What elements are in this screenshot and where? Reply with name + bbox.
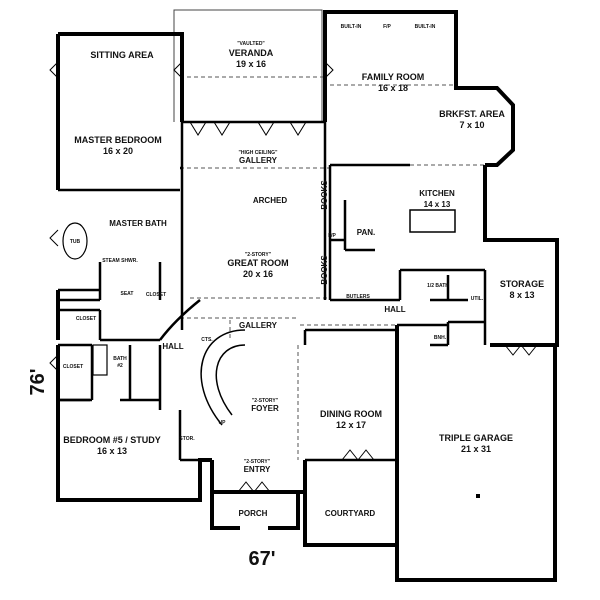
half-bath-label: 1/2 BATH xyxy=(427,283,449,289)
veranda-outline xyxy=(173,9,323,122)
overall-width-label: 67' xyxy=(248,548,275,570)
storage-label: STORAGE xyxy=(500,279,544,289)
utility-label: UTIL. xyxy=(471,296,484,302)
doors xyxy=(49,61,538,493)
veranda-note: "VAULTED" xyxy=(237,41,265,47)
builtin-right-label: BUILT-IN xyxy=(415,24,436,30)
closet-master-label: CLOSET xyxy=(146,292,166,298)
storage-size: 8 x 13 xyxy=(509,290,534,300)
tub-label: TUB xyxy=(70,239,81,245)
gallery-mid-label: GALLERY xyxy=(239,321,278,330)
pantry-label: PAN. xyxy=(357,228,376,237)
family-room-label: FAMILY ROOM xyxy=(362,72,425,82)
books-upper-label: BOOKS xyxy=(320,180,329,210)
courtyard-label: COURTYARD xyxy=(325,509,376,518)
kitchen-size: 14 x 13 xyxy=(424,200,451,209)
kitchen-label: KITCHEN xyxy=(419,189,455,198)
triple-garage-label: TRIPLE GARAGE xyxy=(439,433,513,443)
seat-label: SEAT xyxy=(121,291,134,297)
foyer-note: "2-STORY" xyxy=(252,398,279,404)
dining-room-size: 12 x 17 xyxy=(336,420,366,430)
stor-label: STOR. xyxy=(179,436,195,442)
veranda-label: VERANDA xyxy=(229,48,274,58)
bedroom5-size: 16 x 13 xyxy=(97,446,127,456)
closet-bath2-label: CLOSET xyxy=(63,364,83,370)
up-label: UP xyxy=(219,420,227,426)
sitting-area-label: SITTING AREA xyxy=(90,50,154,60)
breakfast-area-label: BRKFST. AREA xyxy=(439,109,505,119)
fireplace-family-label: F/P xyxy=(383,24,391,30)
steam-shower-label: STEAM SHWR. xyxy=(102,258,138,264)
cts-label: CTS. xyxy=(201,337,213,343)
butlers-label: BUTLERS xyxy=(346,294,370,300)
gallery-top-note: "HIGH CEILING" xyxy=(239,150,279,156)
great-room-note: "2-STORY" xyxy=(245,252,272,258)
family-room-size: 16 x 18 xyxy=(378,83,408,93)
closet-left-label: CLOSET xyxy=(76,316,96,322)
interior-walls xyxy=(58,120,487,462)
great-room-label: GREAT ROOM xyxy=(227,258,288,268)
bedroom5-label: BEDROOM #5 / STUDY xyxy=(63,435,161,445)
arched-label: ARCHED xyxy=(253,196,287,205)
garage-marker xyxy=(476,494,480,498)
great-room-size: 20 x 16 xyxy=(243,269,273,279)
tub-fixture xyxy=(62,222,88,260)
bath2-tub xyxy=(92,344,108,376)
hall-right-label: HALL xyxy=(384,305,405,314)
triple-garage-size: 21 x 31 xyxy=(461,444,491,454)
kitchen-island xyxy=(409,209,456,233)
books-lower-label: BOOKS xyxy=(320,255,329,285)
hall-left-label: HALL xyxy=(162,342,183,351)
bench-label: BNH. xyxy=(434,335,447,341)
overall-depth-label: 76' xyxy=(27,368,49,395)
dining-room-label: DINING ROOM xyxy=(320,409,382,419)
gallery-top-label: GALLERY xyxy=(239,156,278,165)
dashed-openings xyxy=(180,76,485,460)
veranda-size: 19 x 16 xyxy=(236,59,266,69)
breakfast-area-size: 7 x 10 xyxy=(459,120,484,130)
master-bath-label: MASTER BATH xyxy=(109,219,167,228)
curved-staircase xyxy=(200,329,246,426)
porch-label: PORCH xyxy=(239,509,268,518)
entry-note: "2-STORY" xyxy=(244,459,271,465)
fireplace-great-label: F/P xyxy=(328,233,336,239)
bath2-number: #2 xyxy=(117,363,123,369)
master-bedroom-size: 16 x 20 xyxy=(103,146,133,156)
master-bedroom-label: MASTER BEDROOM xyxy=(74,135,162,145)
builtin-left-label: BUILT-IN xyxy=(341,24,362,30)
foyer-label: FOYER xyxy=(251,404,279,413)
entry-label: ENTRY xyxy=(244,465,271,474)
bath2-label: BATH xyxy=(113,356,127,362)
